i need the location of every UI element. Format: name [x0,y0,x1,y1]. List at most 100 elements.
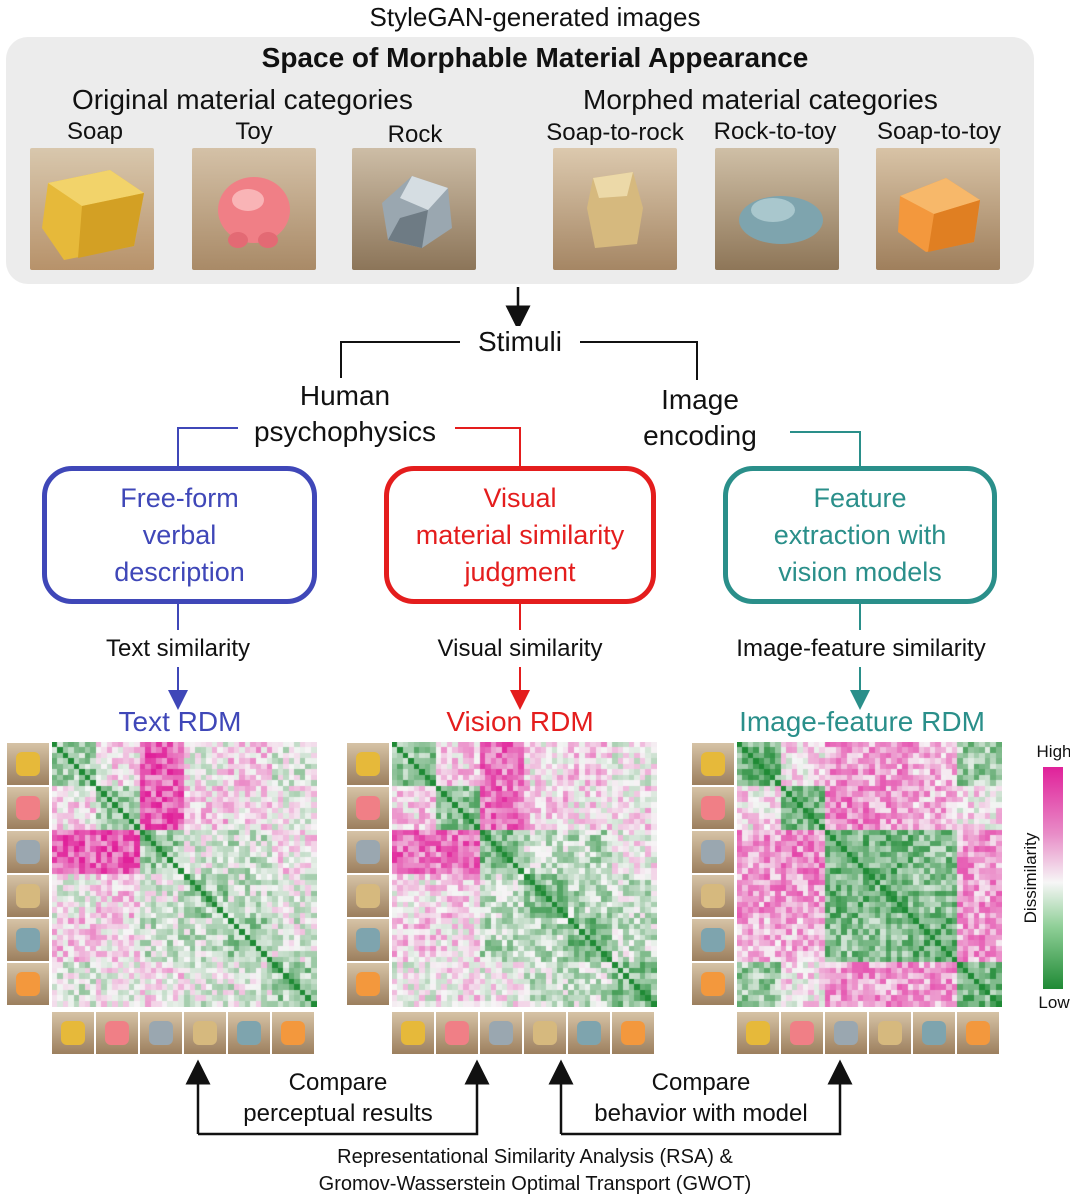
soap-to-rock-mini-thumbnail [184,1012,226,1054]
soap-to-toy-mini-object [16,972,40,996]
visual-line1: Visual [483,482,557,513]
rock-mini-thumbnail [480,1012,522,1054]
dissimilarity-colorbar [1043,767,1063,989]
compare-perceptual-label: Compare perceptual results [218,1067,458,1129]
toy-mini-thumbnail [692,787,734,829]
category-label-soap-to-rock: Soap-to-rock [546,119,684,146]
soap-to-rock-mini-object [701,884,725,908]
text-rdm-heatmap [52,742,317,1012]
toy-mini-object [356,796,380,820]
toy-mini-object [105,1021,129,1045]
toy-mini-thumbnail [781,1012,823,1054]
image-feature-similarity-label: Image-feature similarity [736,635,986,662]
original-categories-label: Original material categories [72,84,413,115]
rock-mini-object [834,1021,858,1045]
feature-line2: extraction with [773,519,947,550]
human-psychophysics-label: Human psychophysics [240,378,450,450]
category-label-soap: Soap [66,118,124,145]
colorbar-axis-label: Dissimilarity [1021,832,1040,924]
visual-line2: material similarity [415,519,625,550]
feature-line3: vision models [778,556,942,587]
toy-mini-object [790,1021,814,1045]
soap-to-toy-mini-thumbnail [692,963,734,1005]
category-label-rock-to-toy: Rock-to-toy [713,118,837,145]
free-form-description-box: Free-form verbal description [42,466,317,604]
soap-to-rock-mini-object [193,1021,217,1045]
soap-to-rock-mini-thumbnail [692,875,734,917]
image-feature-rdm-heatmap [737,742,1002,1012]
soap-to-toy-mini-thumbnail [347,963,389,1005]
compare-left-line1: Compare [288,1069,388,1096]
soap-mini-object [401,1021,425,1045]
colorbar-low-label: Low [1038,993,1070,1012]
soap-mini-object [746,1021,770,1045]
rock-mini-object [149,1021,173,1045]
feature-line1: Feature [813,482,907,513]
visual-line3: judgment [464,556,576,587]
vision-rdm-title: Vision RDM [446,706,594,737]
soap-to-rock-mini-object [878,1021,902,1045]
rock-mini-thumbnail [7,831,49,873]
morphable-space-panel [6,37,1034,284]
image-feature-rdm-title: Image-feature RDM [739,706,985,737]
human-label-line1: Human [299,380,391,411]
image-label-line1: Image [661,384,739,415]
compare-behavior-model-label: Compare behavior with model [571,1067,831,1129]
soap-mini-thumbnail [737,1012,779,1054]
image-encoding-label: Image encoding [620,382,780,454]
soap-to-rock-image [553,148,677,270]
feature-extraction-box: Feature extraction with vision models [723,466,997,604]
rock-mini-object [489,1021,513,1045]
toy-mini-thumbnail [436,1012,478,1054]
rock-to-toy-mini-thumbnail [692,919,734,961]
soap-mini-object [61,1021,85,1045]
toy-mini-thumbnail [347,787,389,829]
method-line1: Representational Similarity Analysis (RS… [337,1146,733,1168]
compare-right-line1: Compare [651,1069,751,1096]
rock-to-toy-image [715,148,839,270]
space-title: Space of Morphable Material Appearance [261,42,809,73]
soap-to-rock-mini-thumbnail [869,1012,911,1054]
soap-image [30,148,154,270]
rock-to-toy-mini-object [577,1021,601,1045]
visual-similarity-judgment-box: Visual material similarity judgment [384,466,656,604]
rock-to-toy-mini-object [16,928,40,952]
rock-mini-thumbnail [140,1012,182,1054]
category-label-toy: Toy [235,118,273,145]
soap-to-toy-mini-object [966,1021,990,1045]
compare-right-line2: behavior with model [594,1100,808,1127]
soap-to-toy-mini-object [701,972,725,996]
vision-rdm-heatmap [392,742,657,1012]
figure-title: StyleGAN-generated images [369,2,701,32]
image-label-line2: encoding [643,420,757,451]
soap-to-rock-mini-object [16,884,40,908]
soap-mini-thumbnail [392,1012,434,1054]
soap-to-toy-mini-object [356,972,380,996]
soap-to-toy-mini-thumbnail [957,1012,999,1054]
soap-mini-object [701,752,725,776]
free-form-line2: verbal [142,519,217,550]
human-label-line2: psychophysics [253,416,437,447]
soap-mini-object [16,752,40,776]
rock-image [352,148,476,270]
free-form-line1: Free-form [120,482,239,513]
soap-to-rock-mini-thumbnail [347,875,389,917]
method-line2: Gromov-Wasserstein Optimal Transport (GW… [318,1173,752,1195]
rock-to-toy-mini-thumbnail [568,1012,610,1054]
rock-to-toy-mini-object [237,1021,261,1045]
method-description: Representational Similarity Analysis (RS… [0,1144,1070,1198]
soap-to-toy-mini-thumbnail [612,1012,654,1054]
rock-mini-object [356,840,380,864]
toy-mini-object [16,796,40,820]
category-label-soap-to-toy: Soap-to-toy [876,118,1002,145]
soap-to-toy-mini-thumbnail [272,1012,314,1054]
soap-mini-thumbnail [7,743,49,785]
rock-mini-thumbnail [347,831,389,873]
stimuli-label: Stimuli [460,326,580,358]
rock-mini-object [701,840,725,864]
toy-mini-thumbnail [7,787,49,829]
toy-mini-object [445,1021,469,1045]
category-label-rock: Rock [387,121,443,148]
rock-mini-object [16,840,40,864]
soap-mini-object [356,752,380,776]
